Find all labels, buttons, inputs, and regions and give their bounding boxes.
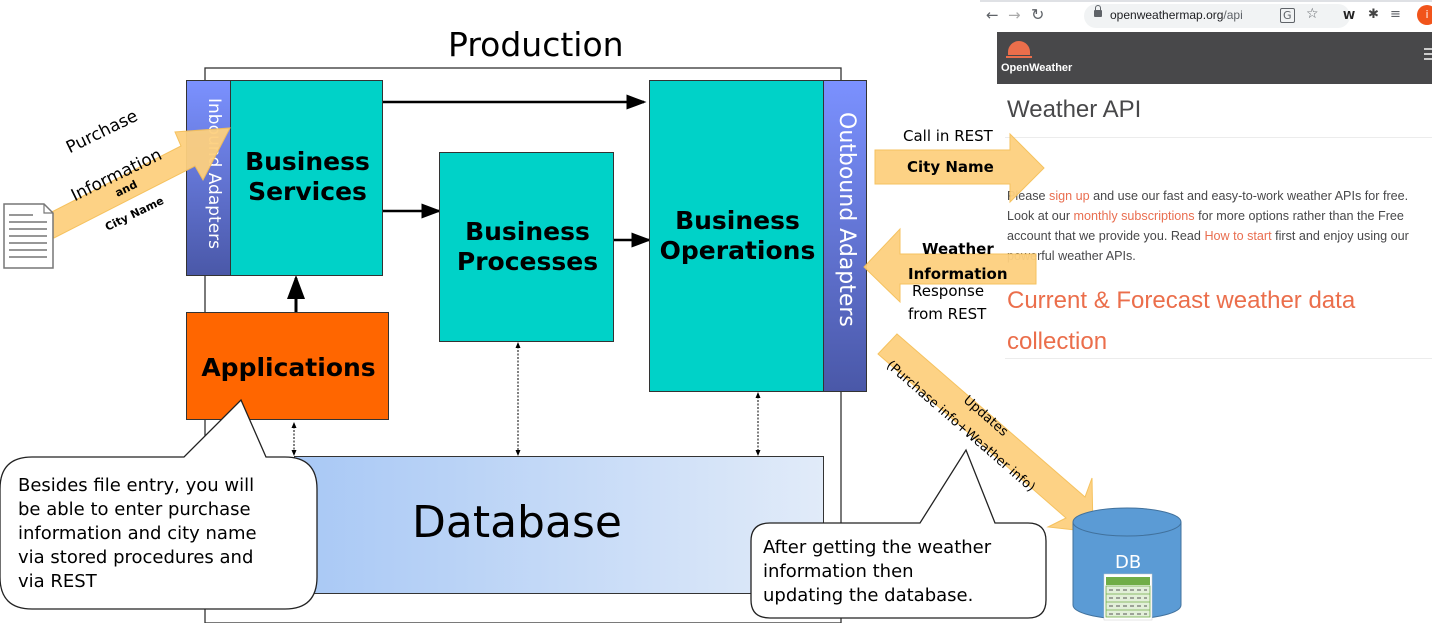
inbound-adapters[interactable]	[186, 80, 231, 276]
call-rest-label: Call in REST	[903, 127, 993, 145]
right-callout-text: After getting the weather information th…	[763, 536, 991, 608]
url-text[interactable]: openweathermap.org/api	[1110, 8, 1243, 22]
business-processes-label: Business Processes	[440, 217, 615, 277]
callout-line: via stored procedures and	[18, 547, 254, 568]
external-db-label: DB	[1115, 552, 1142, 573]
callout-line: information and city name	[18, 523, 257, 544]
callout-line: Besides file entry, you will	[18, 475, 255, 496]
callout-line: information then	[763, 561, 914, 582]
profile-icon[interactable]: i	[1417, 5, 1432, 25]
address-bar[interactable]	[1084, 4, 1350, 28]
updates-arrow	[877, 333, 1094, 533]
logo-line	[1006, 56, 1032, 58]
text: for more options rather than the Free ac…	[1007, 209, 1404, 243]
star-icon[interactable]: ☆	[1306, 6, 1319, 22]
left-callout-text: Besides file entry, you will be able to …	[18, 474, 257, 594]
label-line: Services	[248, 177, 367, 206]
db-cylinder-icon	[1072, 507, 1182, 621]
production-title: Production	[448, 25, 624, 64]
page-title: Weather API	[1007, 96, 1142, 123]
intro-paragraph: Please sign up and use our fast and easy…	[1007, 186, 1432, 266]
business-services[interactable]: Business Services	[230, 80, 383, 276]
inbound-arrow	[39, 127, 231, 239]
sign-up-link[interactable]: sign up	[1049, 189, 1090, 203]
puzzle-icon[interactable]: ✱	[1368, 7, 1379, 22]
w-extension-icon[interactable]: W	[1343, 9, 1356, 22]
lock-icon[interactable]	[1094, 5, 1102, 17]
forward-icon[interactable]: →	[1008, 6, 1021, 24]
reload-icon[interactable]: ↻	[1031, 5, 1045, 24]
response-body-2: Information	[908, 265, 1008, 283]
translate-icon[interactable]: G	[1280, 8, 1295, 23]
applications-label: Applications	[201, 353, 376, 382]
call-rest-arrow	[874, 132, 1045, 204]
database-label: Database	[412, 497, 622, 548]
business-operations-label: Business Operations	[650, 206, 825, 266]
response-rest-arrow	[863, 227, 1037, 304]
business-services-label: Business Services	[231, 147, 384, 207]
callout-line: be able to enter purchase	[18, 499, 251, 520]
how-to-start-link[interactable]: How to start	[1204, 229, 1272, 243]
database[interactable]	[294, 456, 824, 594]
callout-line: After getting the weather	[763, 537, 992, 558]
monthly-subscriptions-link[interactable]: monthly subscriptions	[1073, 209, 1195, 223]
applications[interactable]: Applications	[186, 312, 389, 420]
label-line: Operations	[659, 236, 816, 265]
text: and use our fast and easy-to-work weathe…	[1007, 189, 1409, 223]
label-line: Processes	[456, 247, 599, 276]
business-processes[interactable]: Business Processes	[439, 152, 614, 342]
label-line: Business	[465, 217, 590, 246]
response-label-2: from REST	[908, 305, 987, 323]
openweather-logo-icon[interactable]	[1008, 41, 1030, 55]
callout-line: updating the database.	[763, 585, 974, 606]
url-path: /api	[1223, 8, 1243, 22]
left-callout	[0, 398, 318, 610]
label-line: Business	[675, 206, 800, 235]
call-rest-body: City Name	[907, 158, 994, 176]
menu-icon[interactable]	[1424, 48, 1432, 60]
business-operations[interactable]: Business Operations	[649, 80, 824, 392]
document-icon	[3, 203, 54, 269]
text: first and enjoy using our powerful weath…	[1007, 229, 1409, 263]
url-host: openweathermap.org	[1110, 8, 1224, 22]
outbound-adapters[interactable]	[823, 80, 867, 392]
label-line: Business	[245, 147, 370, 176]
response-label-1: Response	[912, 282, 985, 300]
divider	[1005, 137, 1432, 138]
back-icon[interactable]: ←	[986, 6, 999, 24]
reading-list-icon[interactable]: ≡	[1390, 7, 1401, 22]
section-title: Current & Forecast weather data collecti…	[1007, 287, 1356, 355]
site-header	[997, 32, 1432, 84]
response-body-1: Weather	[922, 240, 994, 258]
callout-line: via REST	[18, 571, 97, 592]
site-logo-text[interactable]: OpenWeather	[1001, 62, 1073, 74]
divider	[1005, 358, 1432, 359]
right-callout	[750, 448, 1047, 619]
